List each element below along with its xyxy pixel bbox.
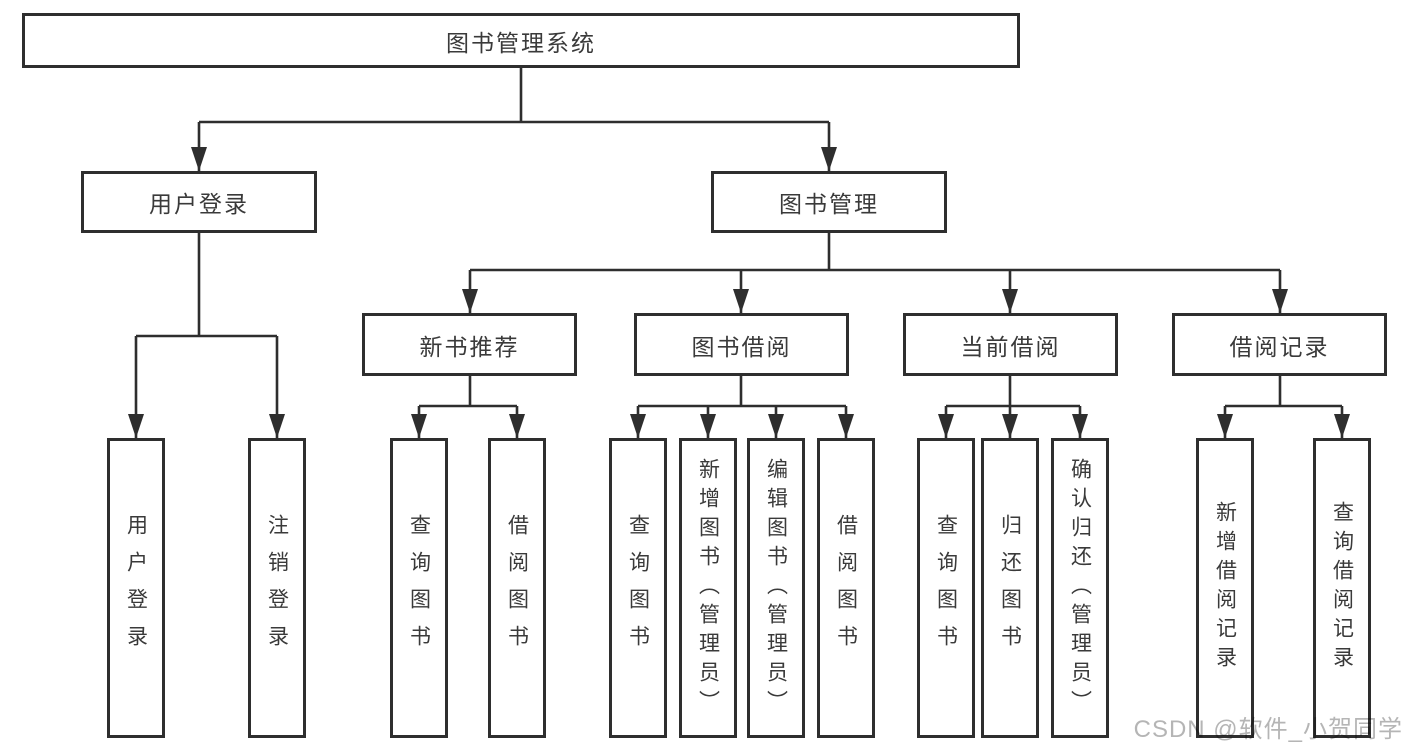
leaf-cb-confirm-return-admin-label: 确认归还（管理员） (1068, 457, 1092, 719)
node-book-management: 图书管理 (711, 171, 947, 233)
leaf-cb-query-book-label: 查询图书 (934, 514, 958, 662)
leaf-br-add-record: 新增借阅记录 (1196, 438, 1254, 738)
leaf-cb-confirm-return-admin: 确认归还（管理员） (1051, 438, 1109, 738)
node-user-login: 用户登录 (81, 171, 317, 233)
leaf-user-login-label: 用户登录 (124, 514, 148, 662)
leaf-br-query-record: 查询借阅记录 (1313, 438, 1371, 738)
node-current-borrow-label: 当前借阅 (960, 333, 1061, 360)
leaf-bb-add-book-admin: 新增图书（管理员） (679, 438, 737, 738)
leaf-cb-return-book: 归还图书 (981, 438, 1039, 738)
leaf-nb-query-book: 查询图书 (390, 438, 448, 738)
node-root-label: 图书管理系统 (446, 29, 596, 56)
leaf-cb-return-book-label: 归还图书 (998, 514, 1022, 662)
leaf-logout: 注销登录 (248, 438, 306, 738)
leaf-logout-label: 注销登录 (265, 514, 289, 662)
leaf-bb-edit-book-admin: 编辑图书（管理员） (747, 438, 805, 738)
leaf-nb-borrow-book: 借阅图书 (488, 438, 546, 738)
node-new-book-recommend: 新书推荐 (362, 313, 577, 376)
node-new-book-recommend-label: 新书推荐 (419, 333, 520, 360)
leaf-bb-borrow-book: 借阅图书 (817, 438, 875, 738)
node-borrow-record-label: 借阅记录 (1229, 333, 1330, 360)
leaf-br-add-record-label: 新增借阅记录 (1213, 501, 1237, 675)
leaf-br-query-record-label: 查询借阅记录 (1330, 501, 1354, 675)
leaf-bb-query-book-label: 查询图书 (626, 514, 650, 662)
leaf-nb-borrow-book-label: 借阅图书 (505, 514, 529, 662)
leaf-nb-query-book-label: 查询图书 (407, 514, 431, 662)
node-user-login-label: 用户登录 (149, 191, 249, 217)
leaf-bb-borrow-book-label: 借阅图书 (834, 514, 858, 662)
watermark: CSDN @软件_小贺同学 (1133, 716, 1403, 743)
node-book-borrow: 图书借阅 (634, 313, 849, 376)
node-book-borrow-label: 图书借阅 (691, 333, 792, 360)
leaf-cb-query-book: 查询图书 (917, 438, 975, 738)
node-book-management-label: 图书管理 (779, 191, 879, 217)
leaf-user-login: 用户登录 (107, 438, 165, 738)
node-borrow-record: 借阅记录 (1172, 313, 1387, 376)
leaf-bb-add-book-admin-label: 新增图书（管理员） (696, 457, 720, 719)
leaf-bb-query-book: 查询图书 (609, 438, 667, 738)
node-current-borrow: 当前借阅 (903, 313, 1118, 376)
node-root: 图书管理系统 (22, 13, 1020, 68)
leaf-bb-edit-book-admin-label: 编辑图书（管理员） (764, 457, 788, 719)
